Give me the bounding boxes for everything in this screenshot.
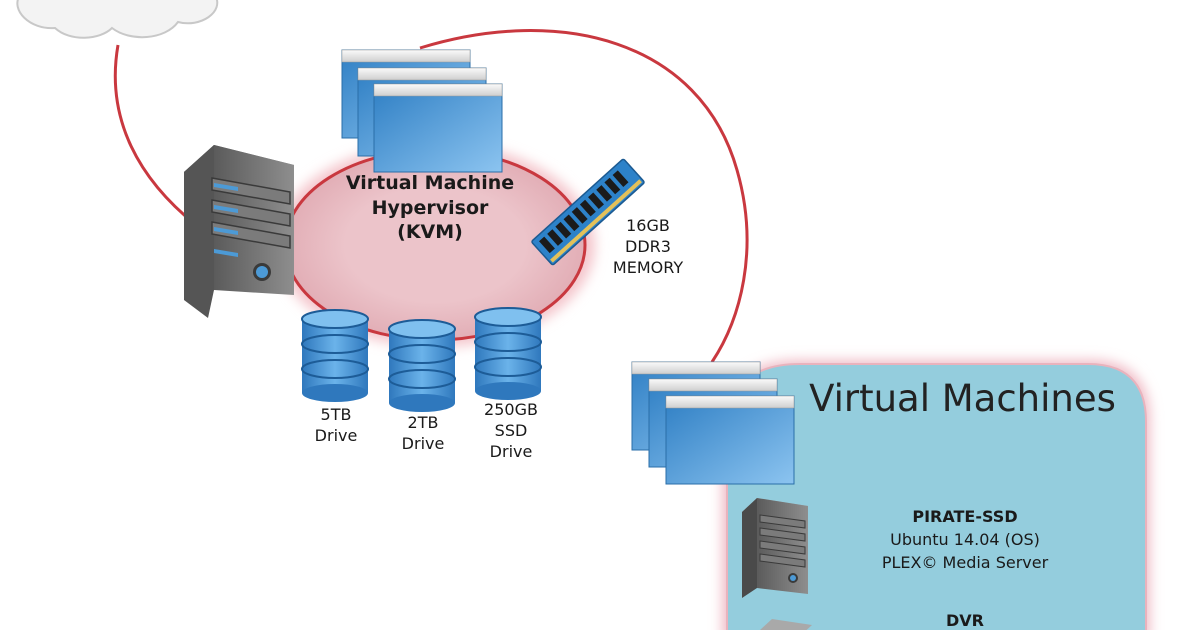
window-stack-icon: [631, 361, 795, 485]
drive-label-5tb: 5TB Drive: [296, 405, 376, 447]
drive-label-2tb: 2TB Drive: [383, 413, 463, 455]
drive-label-line: SSD: [494, 420, 528, 440]
disk-stack-2tb: [388, 319, 456, 412]
vm-name: DVR: [946, 611, 984, 630]
vm-entry-pirate-ssd: PIRATE-SSD Ubuntu 14.04 (OS) PLEX© Media…: [810, 505, 1120, 575]
drive-label-line: 2TB: [407, 413, 439, 432]
hypervisor-label-line: (KVM): [397, 221, 463, 244]
drive-label-line: Drive: [314, 425, 358, 445]
connector-cloud-to-hypervisor: [113, 44, 197, 227]
drive-label-line: Drive: [401, 433, 445, 453]
memory-label: 16GB DDR3 MEMORY: [590, 216, 706, 278]
disk-stack-5tb: [301, 309, 369, 402]
memory-label-line: MEMORY: [612, 257, 684, 277]
window-stack-icon: [341, 49, 503, 173]
hypervisor-label: Virtual Machine Hypervisor (KVM): [330, 171, 530, 245]
ram-stick-icon: [531, 158, 645, 266]
vm-detail: PLEX© Media Server: [881, 553, 1049, 573]
connector-hypervisor-to-vms: [419, 29, 749, 363]
vm-name: PIRATE-SSD: [912, 507, 1018, 526]
drive-label-line: 5TB: [320, 405, 352, 424]
hypervisor-label-line: Virtual Machine: [345, 172, 515, 194]
server-tower-icon: [184, 145, 294, 318]
memory-label-line: DDR3: [625, 236, 671, 256]
vm-entry-dvr: DVR: [810, 611, 1120, 631]
drive-label-line: 250GB: [484, 400, 538, 419]
cloud-icon: [16, 0, 219, 39]
memory-label-line: 16GB: [626, 216, 670, 235]
virtual-machines-title: Virtual Machines: [809, 377, 1116, 420]
vm-detail: Ubuntu 14.04 (OS): [890, 530, 1040, 550]
drive-label-line: Drive: [489, 441, 533, 461]
drive-label-250gb-ssd: 250GB SSD Drive: [466, 400, 556, 462]
hypervisor-label-line: Hypervisor: [371, 196, 489, 219]
server-tower-icon: [760, 619, 812, 630]
disk-stack-250gb: [474, 307, 542, 400]
server-tower-icon: [742, 498, 808, 598]
